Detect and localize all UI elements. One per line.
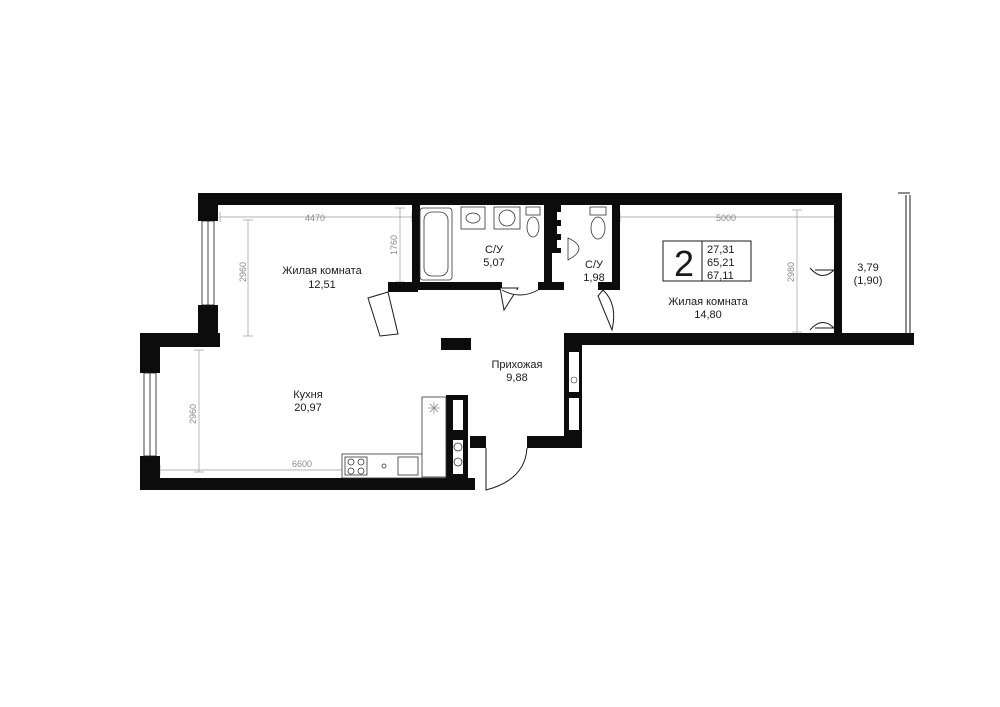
bathroom-2-area: 1,98 xyxy=(583,272,604,284)
dim-kitchen-depth: 2960 xyxy=(188,404,198,424)
living-area: 27,31 xyxy=(707,244,735,256)
room-labels: Жилая комната 12,51 С/У 5,07 С/У 1,98 Жи… xyxy=(282,244,882,414)
hallway-name: Прихожая xyxy=(492,359,543,371)
kitchen-area: 20,97 xyxy=(294,402,322,414)
toilet xyxy=(525,206,541,216)
toilet xyxy=(589,206,607,216)
bathroom-1-name: С/У xyxy=(485,244,504,256)
dim-living-room-1-depth: 2960 xyxy=(238,262,248,282)
total-area-with-balcony: 67,11 xyxy=(707,270,734,282)
dim-living-room-1-width: 4470 xyxy=(305,213,325,223)
balcony-area-reduced: (1,90) xyxy=(854,275,883,287)
doors xyxy=(367,267,835,491)
dim-bathroom-1-depth: 1760 xyxy=(389,235,399,255)
total-area: 65,21 xyxy=(707,257,735,269)
dim-kitchen-width: 6600 xyxy=(292,459,312,469)
dim-living-room-2-width: 5000 xyxy=(716,213,736,223)
bathroom-1-area: 5,07 xyxy=(483,257,504,269)
living-room-1-area: 12,51 xyxy=(308,279,336,291)
bathroom-2-name: С/У xyxy=(585,259,604,271)
living-room-2-area: 14,80 xyxy=(694,309,722,321)
info-box: 2 27,31 65,21 67,11 xyxy=(662,240,752,284)
hallway-area: 9,88 xyxy=(506,372,527,384)
dimension-labels: 4470 2960 1760 5000 2980 2960 6600 xyxy=(188,213,796,469)
living-room-2-name: Жилая комната xyxy=(668,296,748,308)
sink xyxy=(567,237,580,261)
dim-living-room-2-depth: 2980 xyxy=(786,262,796,282)
rooms-count: 2 xyxy=(674,243,694,284)
windows xyxy=(143,192,911,457)
walls xyxy=(140,193,914,490)
fixtures xyxy=(341,206,607,479)
balcony-area: 3,79 xyxy=(857,262,878,274)
living-room-1-name: Жилая комната xyxy=(282,265,362,277)
kitchen-name: Кухня xyxy=(293,389,322,401)
